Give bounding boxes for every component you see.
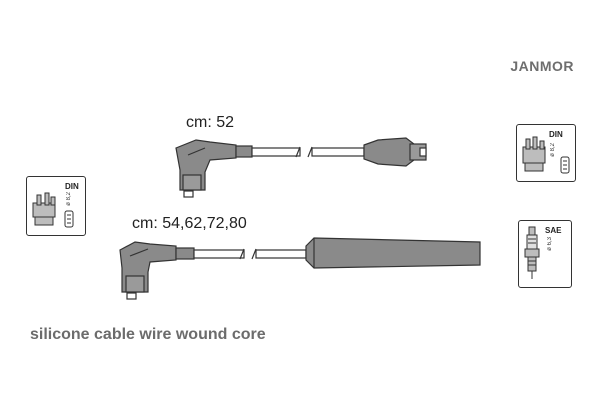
right-din-standard-label: DIN — [549, 130, 563, 139]
pin-icon — [560, 156, 570, 174]
distributor-cap-icon — [522, 136, 546, 172]
right-sae-connector-box: SAE ø 6,3 — [518, 220, 572, 288]
sae-standard-label: SAE — [545, 226, 562, 235]
right-din-diameter-label: ø 8,2 — [550, 143, 556, 157]
distributor-cap-icon — [32, 192, 56, 226]
bottom-cable-wire — [175, 247, 307, 260]
bottom-cable-length-label: cm: 54,62,72,80 — [132, 215, 247, 232]
top-cable-length-label: cm: 52 — [186, 114, 235, 131]
bottom-angled-boot-icon — [119, 241, 177, 300]
sae-diameter-label: ø 6,3 — [547, 237, 553, 251]
bottom-cable — [119, 237, 481, 300]
pin-icon — [64, 210, 74, 228]
brand-name: JANMOR — [510, 58, 574, 74]
top-cable-wire — [235, 145, 365, 158]
left-din-connector-box: DIN ø 8,2 — [26, 176, 86, 236]
left-din-standard-label: DIN — [65, 182, 79, 191]
right-din-connector-box: DIN ø 8,2 — [516, 124, 576, 182]
top-angled-boot-icon — [175, 139, 237, 198]
left-din-diameter-label: ø 8,2 — [66, 192, 72, 206]
spark-plug-icon — [524, 226, 540, 279]
bottom-straight-boot-icon — [305, 237, 481, 269]
product-description: silicone cable wire wound core — [30, 326, 266, 343]
top-straight-boot-icon — [363, 137, 427, 167]
top-cable — [175, 137, 427, 198]
